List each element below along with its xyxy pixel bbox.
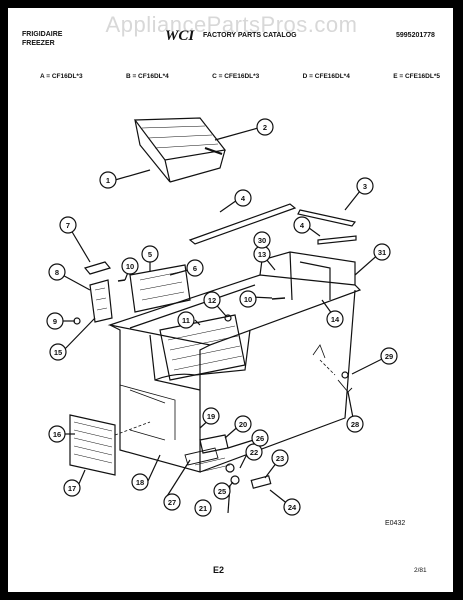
callout-6: 6 (186, 259, 204, 277)
model-c: C = CFE16DL*3 (212, 73, 260, 80)
callout-label: 20 (239, 420, 247, 429)
callout-19: 19 (202, 407, 220, 425)
trim-strip (188, 203, 297, 245)
callout-18: 18 (131, 473, 149, 491)
callout-16: 16 (48, 425, 66, 443)
callout-26: 26 (251, 429, 269, 447)
callout-label: 31 (378, 248, 386, 257)
revision-date: 2/81 (414, 567, 427, 574)
callout-27: 27 (163, 493, 181, 511)
callout-1: 1 (99, 171, 117, 189)
callout-10: 10 (121, 257, 139, 275)
model-d: D = CFE16DL*4 (302, 73, 350, 80)
callout-label: 8 (55, 268, 59, 277)
callout-label: 21 (199, 504, 207, 513)
callout-24: 24 (283, 498, 301, 516)
callout-3: 3 (356, 177, 374, 195)
trim-strip (297, 209, 357, 227)
brand-block: FRIGIDAIRE FREEZER (22, 30, 62, 48)
wci-logo: WCI (165, 28, 195, 44)
callout-4: 4 (293, 216, 311, 234)
callout-label: 22 (250, 448, 258, 457)
callout-label: 18 (136, 478, 144, 487)
callout-9: 9 (46, 312, 64, 330)
callout-label: 7 (66, 221, 70, 230)
callout-label: 15 (54, 348, 62, 357)
page-number: E2 (213, 565, 225, 575)
callout-label: 24 (288, 503, 297, 512)
callout-label: 30 (258, 236, 266, 245)
callout-label: 10 (126, 262, 134, 271)
model-e: E = CFE16DL*5 (393, 73, 440, 80)
callout-label: 4 (300, 221, 305, 230)
drawing-code: E0432 (385, 520, 406, 527)
callout-label: 10 (244, 295, 252, 304)
catalog-number: 5995201778 (396, 32, 435, 39)
catalog-title: FACTORY PARTS CATALOG (203, 32, 297, 39)
callout-label: 14 (331, 315, 340, 324)
cabinet-drawing (107, 251, 362, 473)
callout-label: 19 (207, 412, 215, 421)
callout-label: 23 (276, 454, 284, 463)
callout-8: 8 (48, 263, 66, 281)
callout-29: 29 (380, 347, 398, 365)
callout-25: 25 (213, 482, 231, 500)
callout-label: 13 (258, 250, 266, 259)
callout-20: 20 (234, 415, 252, 433)
grille-drawing (69, 414, 116, 476)
callout-label: 2 (263, 123, 267, 132)
callout-23: 23 (271, 449, 289, 467)
callout-21: 21 (194, 499, 212, 517)
callout-label: 16 (53, 430, 61, 439)
callout-2: 2 (256, 118, 274, 136)
callout-label: 6 (193, 264, 197, 273)
callout-label: 5 (148, 250, 152, 259)
callout-label: 4 (241, 194, 246, 203)
model-a: A = CF16DL*3 (40, 73, 83, 80)
callout-10: 10 (239, 290, 257, 308)
callout-7: 7 (59, 216, 77, 234)
callout-28: 28 (346, 415, 364, 433)
product-type: FREEZER (22, 40, 55, 47)
callout-label: 12 (208, 296, 216, 305)
callout-11: 11 (177, 311, 195, 329)
callout-label: 26 (256, 434, 264, 443)
trim-strip (317, 235, 357, 245)
model-b: B = CF16DL*4 (125, 73, 169, 80)
callout-label: 29 (385, 352, 393, 361)
brand-name: FRIGIDAIRE (22, 31, 63, 38)
parts-sheet (8, 8, 453, 592)
callout-label: 17 (68, 484, 76, 493)
callout-14: 14 (326, 310, 344, 328)
callout-31: 31 (373, 243, 391, 261)
callout-label: 3 (363, 182, 367, 191)
callout-label: 27 (168, 498, 176, 507)
watermark: AppliancePartsPros.com (105, 12, 358, 37)
callout-13: 13 (253, 245, 271, 263)
evaporator-panel-drawing (159, 314, 246, 381)
callout-4: 4 (234, 189, 252, 207)
callout-5: 5 (141, 245, 159, 263)
model-list: A = CF16DL*3 B = CF16DL*4 C = CFE16DL*3 … (40, 73, 440, 80)
callout-30: 30 (253, 231, 271, 249)
callout-label: 28 (351, 420, 359, 429)
callout-label: 25 (218, 487, 226, 496)
callout-22: 22 (245, 443, 263, 461)
callout-label: 11 (182, 316, 190, 325)
callout-label: 1 (106, 176, 110, 185)
basket-drawing (133, 117, 227, 183)
callout-17: 17 (63, 479, 81, 497)
callout-15: 15 (49, 343, 67, 361)
callout-12: 12 (203, 291, 221, 309)
callout-label: 9 (53, 317, 57, 326)
